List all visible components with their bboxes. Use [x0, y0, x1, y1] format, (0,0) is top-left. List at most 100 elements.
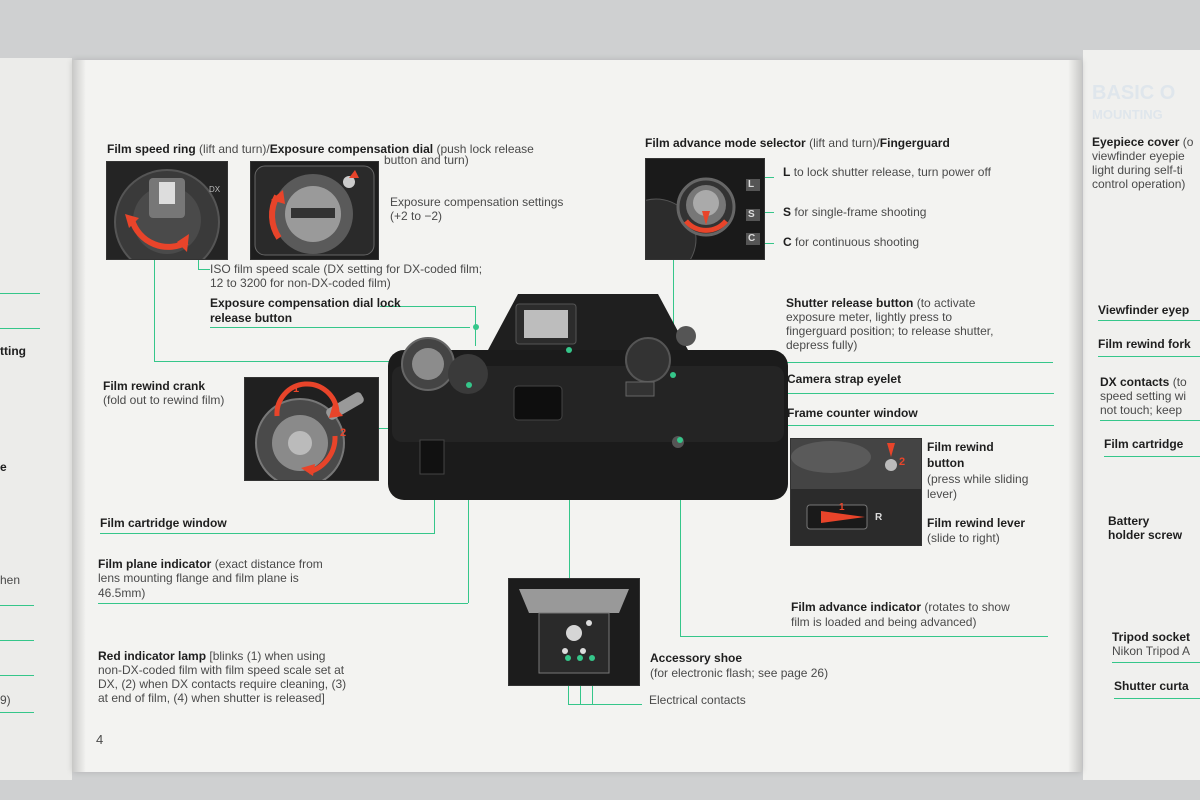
leader-film-speed-ring: [154, 361, 416, 362]
frame-counter-label: Frame counter window: [787, 406, 918, 420]
red-lamp-label: Red indicator lamp [blinks (1) when usin…: [98, 649, 325, 663]
red-lamp-note: [blinks (1) when using: [209, 649, 326, 663]
contact-dot: [589, 655, 595, 661]
right-dx-contacts: DX contacts (to: [1100, 375, 1187, 389]
right-note: viewfinder eyepie: [1092, 149, 1185, 163]
left-fragment: hen: [0, 573, 21, 587]
electrical-contacts-label: Electrical contacts: [649, 693, 746, 707]
right-leader-line: [1098, 356, 1200, 357]
mode-s-key: S: [783, 205, 792, 219]
advance-indicator-term: Film advance indicator: [791, 600, 922, 614]
mode-l-label: L to lock shutter release, turn power of…: [783, 165, 991, 179]
fingerguard-term: Fingerguard: [879, 136, 950, 150]
shutter-release-term: Shutter release button: [786, 296, 914, 310]
rewind-button-note: (press while sliding: [927, 472, 1029, 486]
mode-photo-c: C: [748, 233, 756, 244]
right-leader-line: [1104, 456, 1200, 457]
leader-advance-mode: [673, 258, 674, 376]
film-plane-label: Film plane indicator (exact distance fro…: [98, 557, 323, 571]
rewind-lever-label: Film rewind lever: [927, 516, 1026, 530]
right-film-cartridge: Film cartridge: [1104, 437, 1184, 451]
accessory-shoe-photo: [508, 578, 640, 686]
left-leader-line: [0, 293, 40, 294]
advance-indicator-dot: [677, 437, 683, 443]
film-plane-note-2: lens mounting flange and film plane is: [98, 571, 299, 585]
shutter-note-2: exposure meter, lightly press to: [786, 310, 953, 324]
mode-l-key: L: [783, 165, 791, 179]
accessory-shoe-dot: [566, 347, 572, 353]
advance-indicator-note: (rotates to show: [924, 600, 1010, 614]
camera-body-photo: [388, 290, 788, 512]
right-note: light during self-ti: [1092, 163, 1183, 177]
left-leader-line: [0, 675, 34, 676]
leader-advance-indicator: [680, 440, 681, 636]
leader-film-speed-ring: [154, 258, 155, 362]
film-plane-term: Film plane indicator: [98, 557, 212, 571]
rewind-crank-label: Film rewind crank: [103, 379, 206, 393]
red-lamp-note-4: at end of film, (4) when shutter is rele…: [98, 691, 325, 705]
exp-settings-label: Exposure compensation settings: [390, 195, 564, 209]
red-lamp-term: Red indicator lamp: [98, 649, 207, 663]
leader-shutter-release: [680, 362, 1053, 363]
left-fragment: tting: [0, 344, 26, 358]
leader-exposure-dial: [380, 306, 476, 307]
iso-scale-label-2: 12 to 3200 for non-DX-coded film): [210, 276, 391, 290]
shutter-note-4: depress fully): [786, 338, 858, 352]
left-gutter-shadow: [72, 60, 86, 772]
mode-photo-l: L: [748, 179, 755, 190]
advance-mode-dot: [670, 372, 676, 378]
exposure-dial-term: Exposure compensation dial: [269, 142, 434, 156]
right-shutter-curtain: Shutter curta: [1114, 679, 1189, 693]
left-leader-line: [0, 640, 34, 641]
right-leader-line: [1098, 320, 1200, 321]
rewind-button-label: Film rewind: [927, 440, 994, 454]
left-fragment: 9): [0, 693, 11, 707]
shutter-note-3: fingerguard position; to release shutter…: [786, 324, 994, 338]
film-plane-dot: [466, 382, 472, 388]
dial-lock-label: Exposure compensation dial lock: [210, 296, 401, 310]
rewind-button-note-2: lever): [927, 487, 958, 501]
right-note: control operation): [1092, 177, 1186, 191]
mode-photo-s: S: [748, 209, 755, 220]
leader-advance-indicator: [680, 636, 1048, 637]
right-leader-line: [1112, 662, 1200, 663]
rewind-lever-mark: R: [875, 512, 883, 523]
exposure-dial-note: (push lock release: [436, 142, 534, 156]
mode-c-key: C: [783, 235, 792, 249]
right-note: speed setting wi: [1100, 389, 1187, 403]
mode-s-text: for single-frame shooting: [794, 205, 927, 219]
leader-electrical-contacts: [592, 704, 642, 705]
leader-mode-s: [764, 212, 774, 213]
right-viewfinder-eyepiece: Viewfinder eyep: [1098, 303, 1190, 317]
right-tripod-socket: Tripod socket: [1112, 630, 1191, 644]
exp-settings-range: (+2 to −2): [390, 209, 443, 223]
rewind-lever-note: (slide to right): [927, 531, 1000, 545]
film-speed-ring-term: Film speed ring: [107, 142, 196, 156]
dial-lock-dot: [473, 324, 479, 330]
film-plane-note: (exact distance from: [214, 557, 323, 571]
mode-l-text: to lock shutter release, turn power off: [793, 165, 991, 179]
leader-frame-counter: [736, 425, 1054, 426]
right-leader-line: [1114, 698, 1200, 699]
leader-strap-eyelet: [770, 393, 1054, 394]
right-heading: BASIC O: [1092, 82, 1176, 104]
right-battery: holder screw: [1108, 528, 1183, 542]
advance-mode-note: (lift and turn)/: [809, 136, 880, 150]
shutter-release-label: Shutter release button (to activate: [786, 296, 975, 310]
leader-mode-l: [764, 177, 774, 178]
leader-dial-lock: [210, 327, 470, 328]
left-leader-line: [0, 328, 40, 329]
right-note: Nikon Tripod A: [1112, 644, 1191, 658]
dx-contacts-term: DX contacts: [1100, 375, 1170, 389]
exposure-dial-note-2: button and turn): [384, 153, 469, 167]
rewind-crank-note: (fold out to rewind film): [103, 393, 225, 407]
rewind-crank-step-2: 2: [340, 427, 347, 439]
accessory-shoe-label: Accessory shoe: [650, 651, 743, 665]
accessory-shoe-note: (for electronic flash; see page 26): [650, 666, 829, 680]
right-gutter-shadow: [1068, 60, 1082, 772]
advance-indicator-label: Film advance indicator (rotates to show: [791, 600, 1010, 614]
leader-electrical-contacts: [568, 704, 592, 705]
strap-eyelet-label: Camera strap eyelet: [787, 372, 902, 386]
right-page: [1083, 50, 1200, 780]
eyepiece-cover-note: (o: [1182, 135, 1194, 149]
